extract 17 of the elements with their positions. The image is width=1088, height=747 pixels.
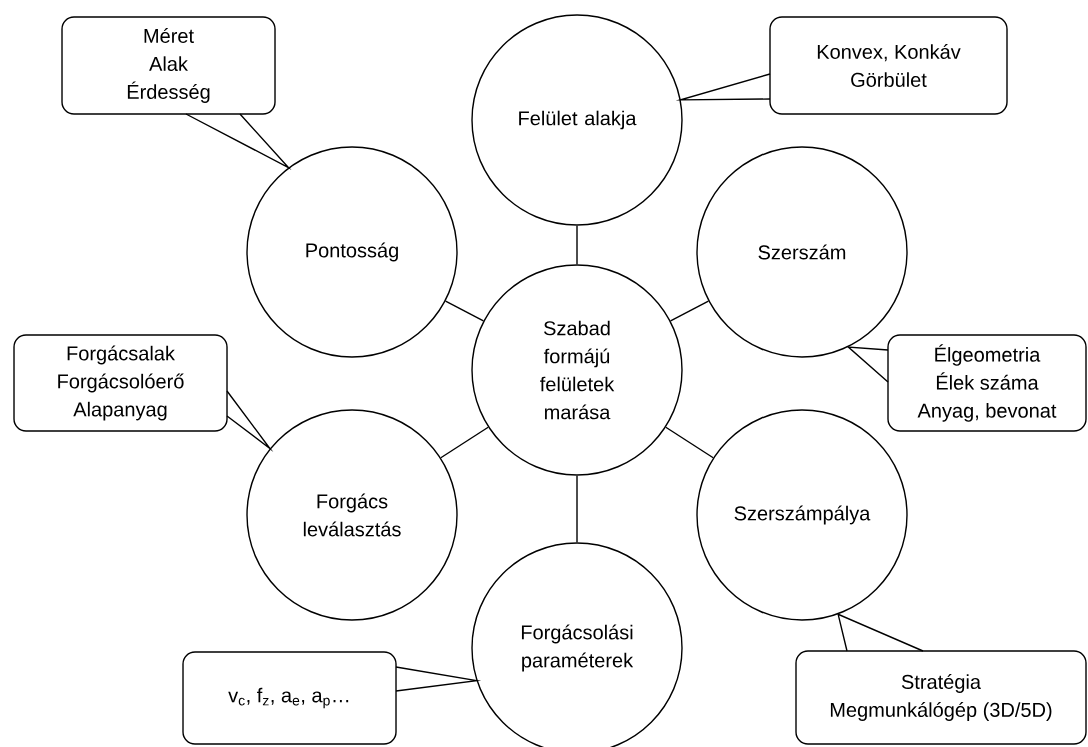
- callout-tail: [226, 390, 274, 453]
- speech-bubble: v$_{c}$, f$_{z}$, a$_{e}$, a$_{p}$…: [182, 651, 397, 745]
- callout-tail: [395, 666, 482, 692]
- speech-bubble: Élgeometria Élek száma Anyag, bevonat: [887, 334, 1087, 432]
- callout-tail: [185, 113, 292, 170]
- connector-line: [440, 426, 489, 459]
- connector-line: [665, 426, 714, 459]
- callout-tail: [846, 346, 889, 383]
- callout-tail: [675, 73, 771, 101]
- connector-line: [669, 300, 710, 322]
- connector-line: [576, 475, 578, 543]
- speech-bubble: Konvex, Konkáv Görbület: [769, 16, 1008, 115]
- connector-line: [444, 300, 485, 322]
- speech-bubble: Forgácsalak Forgácsolóerő Alapanyag: [13, 334, 228, 432]
- speech-bubble: Méret Alak Érdesség: [61, 16, 276, 115]
- connector-line: [576, 225, 578, 265]
- speech-bubble: Stratégia Megmunkálógép (3D/5D): [795, 650, 1087, 745]
